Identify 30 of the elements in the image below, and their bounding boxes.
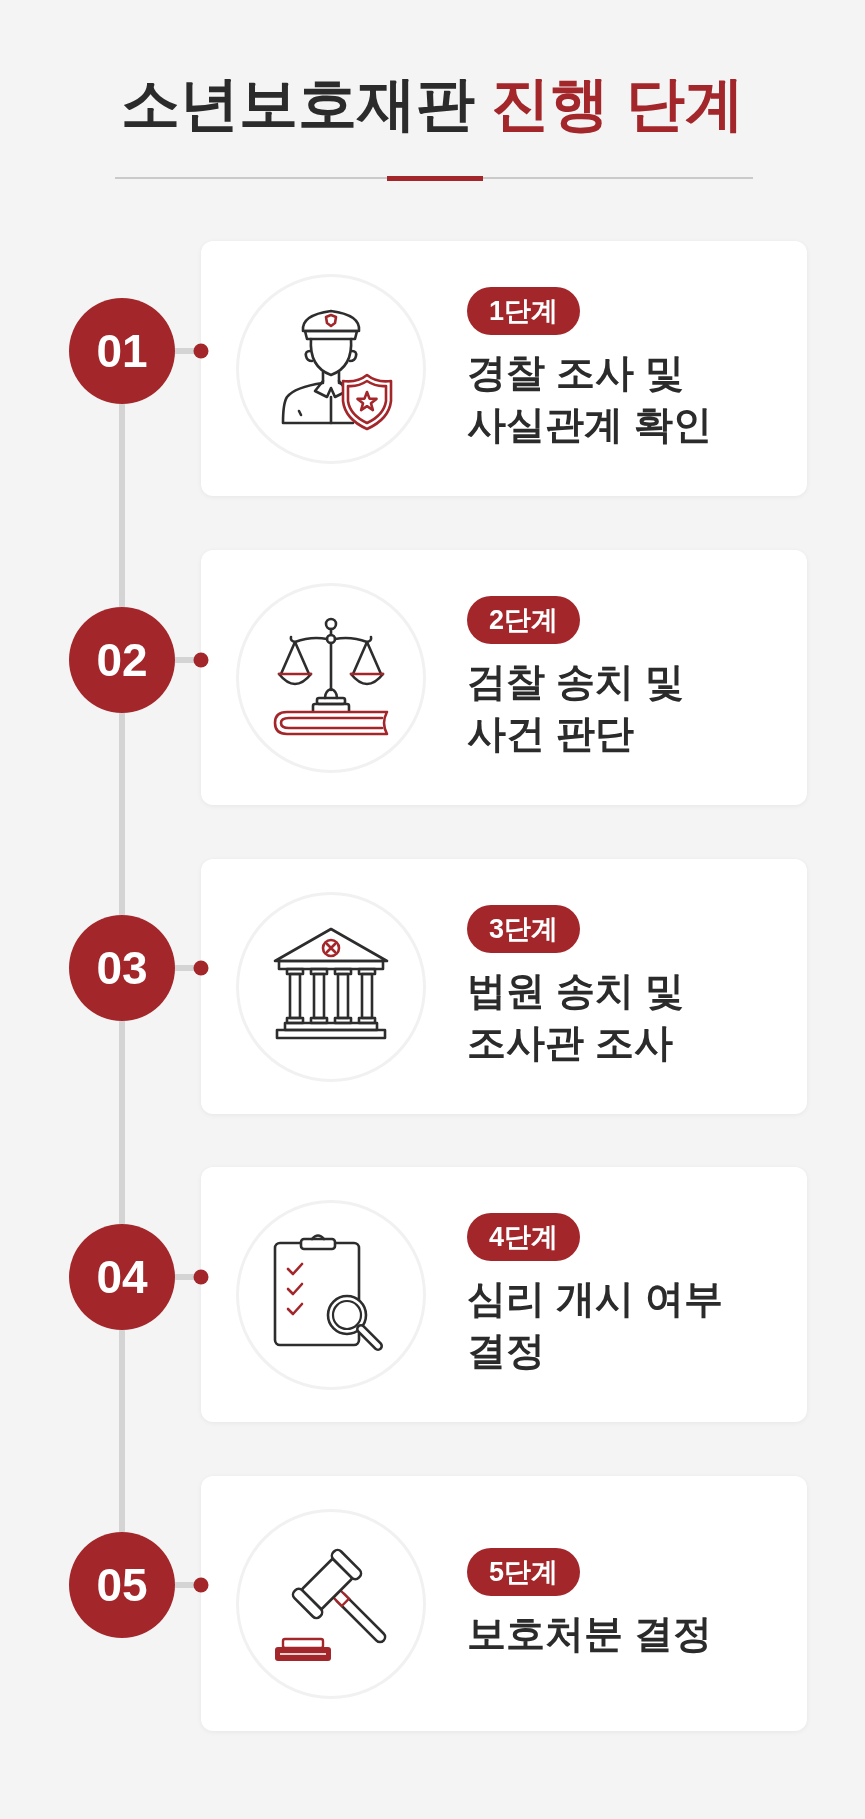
timeline-line (119, 1021, 125, 1224)
timeline-line (119, 1330, 125, 1532)
timeline-line (119, 713, 125, 915)
step-card (201, 859, 807, 1114)
step-badge: 4단계 (467, 1212, 581, 1261)
step-badge: 1단계 (467, 286, 581, 335)
number-circle: 05 (69, 1532, 175, 1638)
title: 소년보호재판 진행 단계 (121, 70, 744, 139)
step-title: 검찰 송치 및 사건 판단 (467, 658, 685, 757)
step-badge: 2단계 (467, 595, 581, 644)
number-circle: 03 (69, 915, 175, 1021)
connector-line (175, 1577, 209, 1593)
step-title: 경찰 조사 및 사실관계 확인 (467, 349, 713, 448)
number-circle: 01 (69, 298, 175, 404)
step-title: 보호처분 결정 (467, 1610, 712, 1657)
step-badge: 3단계 (467, 904, 581, 953)
step-card (201, 241, 807, 496)
step-badge: 5단계 (467, 1547, 581, 1596)
step-card (201, 1476, 807, 1731)
number-circle: 04 (69, 1224, 175, 1330)
connector-line (175, 652, 209, 668)
connector-line (175, 1269, 209, 1285)
connector-line (175, 343, 209, 359)
step-card (201, 1167, 807, 1422)
step-card (201, 550, 807, 805)
step-title: 법원 송치 및 조사관 조사 (467, 967, 685, 1066)
timeline-line (119, 404, 125, 607)
connector-line (175, 960, 209, 976)
step-title: 심리 개시 여부 결정 (467, 1275, 724, 1374)
number-circle: 02 (69, 607, 175, 713)
